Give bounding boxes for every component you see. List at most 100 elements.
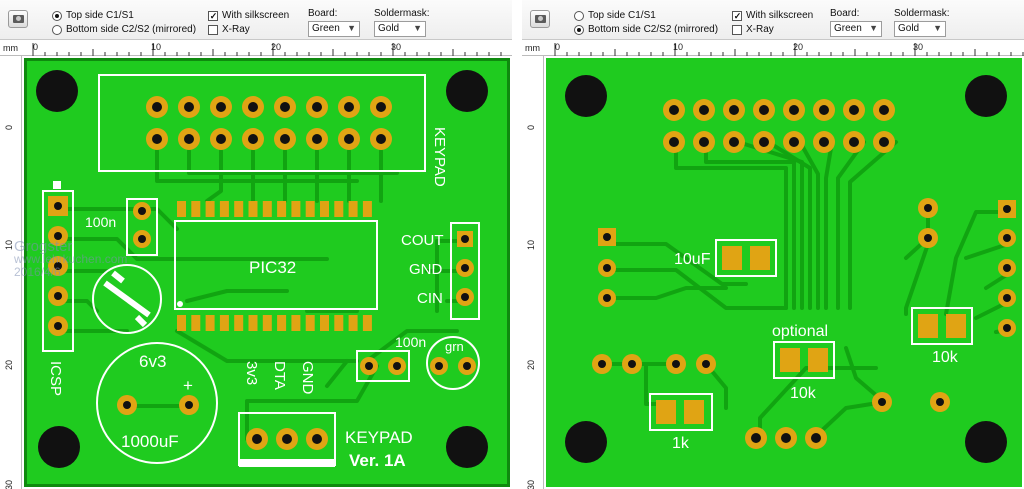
ruler-tick-label: 0 [4, 124, 14, 130]
pad-hole [789, 137, 799, 147]
res-left-outline [649, 393, 713, 431]
view-toolbar: Top side C1/S1 Bottom side C2/S2 (mirror… [0, 0, 512, 40]
ruler-tick-label: 0 [33, 42, 39, 52]
camera-icon[interactable] [8, 10, 28, 28]
chip-pin [320, 201, 329, 217]
layer-bottom-option[interactable]: Bottom side C2/S2 (mirrored) [52, 24, 196, 35]
chip-pin [191, 201, 201, 217]
silkscreen-label: With silkscreen [222, 10, 290, 21]
chip-pin [248, 315, 258, 331]
ruler-tick-label: 20 [271, 42, 282, 52]
chip-pin [348, 315, 358, 331]
layer-top-option[interactable]: Top side C1/S1 [574, 10, 656, 21]
soldermask-label: Soldermask: [894, 8, 950, 19]
checkbox-checked-icon[interactable] [208, 10, 218, 21]
pad-hole [849, 105, 859, 115]
res-right-outline [911, 307, 973, 345]
icsp-label: ICSP [47, 361, 64, 396]
chip-pin [348, 201, 358, 217]
keypad-header-pads [146, 96, 392, 150]
silkscreen-label: With silkscreen [746, 10, 814, 21]
vertical-ruler: 0 10 20 30 [522, 56, 544, 489]
radio-top-selected-icon[interactable] [52, 10, 62, 21]
soldermask-select[interactable]: Gold ▼ [374, 21, 426, 37]
chip-outline [174, 220, 378, 310]
cap-plus-label: + [183, 376, 193, 395]
chip-pin [334, 201, 344, 217]
board-label: Board: [830, 8, 860, 19]
optional-label: optional [772, 323, 828, 340]
cap-10uf-label: 10uF [674, 251, 711, 268]
soldermask-select[interactable]: Gold ▼ [894, 21, 946, 37]
pad-hole [54, 232, 62, 240]
pad-hole [879, 105, 889, 115]
res-mid-label: 10k [790, 385, 817, 402]
view-toolbar: Top side C1/S1 Bottom side C2/S2 (mirror… [522, 0, 1024, 40]
mounting-hole [446, 426, 488, 468]
cout-label: COUT [401, 232, 444, 249]
ruler-tick-label: 20 [793, 42, 804, 52]
gnd-label: GND [409, 261, 443, 278]
xray-label: X-Ray [746, 24, 774, 35]
chip-pin [277, 315, 287, 331]
pad-hole [312, 134, 322, 144]
mounting-hole [446, 70, 488, 112]
checkbox-checked-icon[interactable] [732, 10, 742, 21]
chip-pin [320, 315, 329, 331]
ruler-ticks [32, 43, 502, 56]
ruler-tick-label: 20 [4, 359, 14, 370]
chip-pin [234, 315, 244, 331]
watermark-line: 2016/4/6 [14, 265, 61, 279]
watermark: Grogster www.lehrkuchen.com 2016/4/6 [14, 239, 128, 279]
watermark-line: www.lehrkuchen.com [14, 252, 128, 266]
radio-bottom-icon[interactable] [52, 24, 62, 35]
chip-pin [234, 201, 244, 217]
pad-hole [280, 102, 290, 112]
pad-hole [54, 292, 62, 300]
chevron-down-icon: ▼ [347, 23, 356, 33]
ruler-tick-label: 10 [151, 42, 162, 52]
ruler-tick-label: 30 [4, 479, 14, 489]
ruler-tick-label: 20 [526, 359, 536, 370]
pcb-top-graphic: KEYPAD ICSP 100n PIC32 COUT GND CIN [36, 70, 488, 470]
cap-bottom-outline [356, 350, 410, 382]
pad-hole [280, 134, 290, 144]
led-outline [426, 336, 480, 390]
checkbox-icon[interactable] [208, 24, 218, 35]
xray-checkbox[interactable]: X-Ray [208, 24, 250, 35]
radio-top-icon[interactable] [574, 10, 584, 21]
chip-pin [362, 315, 372, 331]
mounting-hole [36, 70, 78, 112]
chevron-down-icon: ▼ [869, 23, 878, 33]
camera-icon[interactable] [530, 10, 550, 28]
pad-hole [789, 105, 799, 115]
board-color-select[interactable]: Green ▼ [308, 21, 360, 37]
layer-top-option[interactable]: Top side C1/S1 [52, 10, 134, 21]
layer-bottom-label: Bottom side C2/S2 (mirrored) [66, 24, 197, 35]
pad-hole [152, 134, 162, 144]
horizontal-ruler: mm 0 10 20 30 [522, 41, 1024, 56]
layer-bottom-option[interactable]: Bottom side C2/S2 (mirrored) [574, 24, 718, 35]
chip-pin [291, 315, 301, 331]
horizontal-ruler: mm 0 10 20 30 [0, 41, 512, 56]
pad-hole [699, 137, 709, 147]
checkbox-icon[interactable] [732, 24, 742, 35]
res-right-label: 10k [932, 349, 959, 366]
regulator-outline [92, 264, 162, 334]
cap-outline [126, 198, 158, 256]
radio-bottom-selected-icon[interactable] [574, 24, 584, 35]
icsp-outline [42, 190, 74, 352]
pad-hole [879, 137, 889, 147]
silkscreen-checkbox[interactable]: With silkscreen [208, 10, 289, 21]
chip-pins-top [177, 201, 372, 217]
pad-hole [54, 262, 62, 270]
pad-hole [184, 102, 194, 112]
pcb-bottom-view: 10uF optional 10k 10k 1k [546, 58, 1022, 487]
xray-checkbox[interactable]: X-Ray [732, 24, 774, 35]
ruler-ticks [554, 43, 1024, 56]
pin-3v3-label: 3v3 [243, 361, 260, 385]
board-color-value: Green [834, 23, 862, 34]
board-color-select[interactable]: Green ▼ [830, 21, 882, 37]
silkscreen-checkbox[interactable]: With silkscreen [732, 10, 813, 21]
pad-hole [312, 102, 322, 112]
